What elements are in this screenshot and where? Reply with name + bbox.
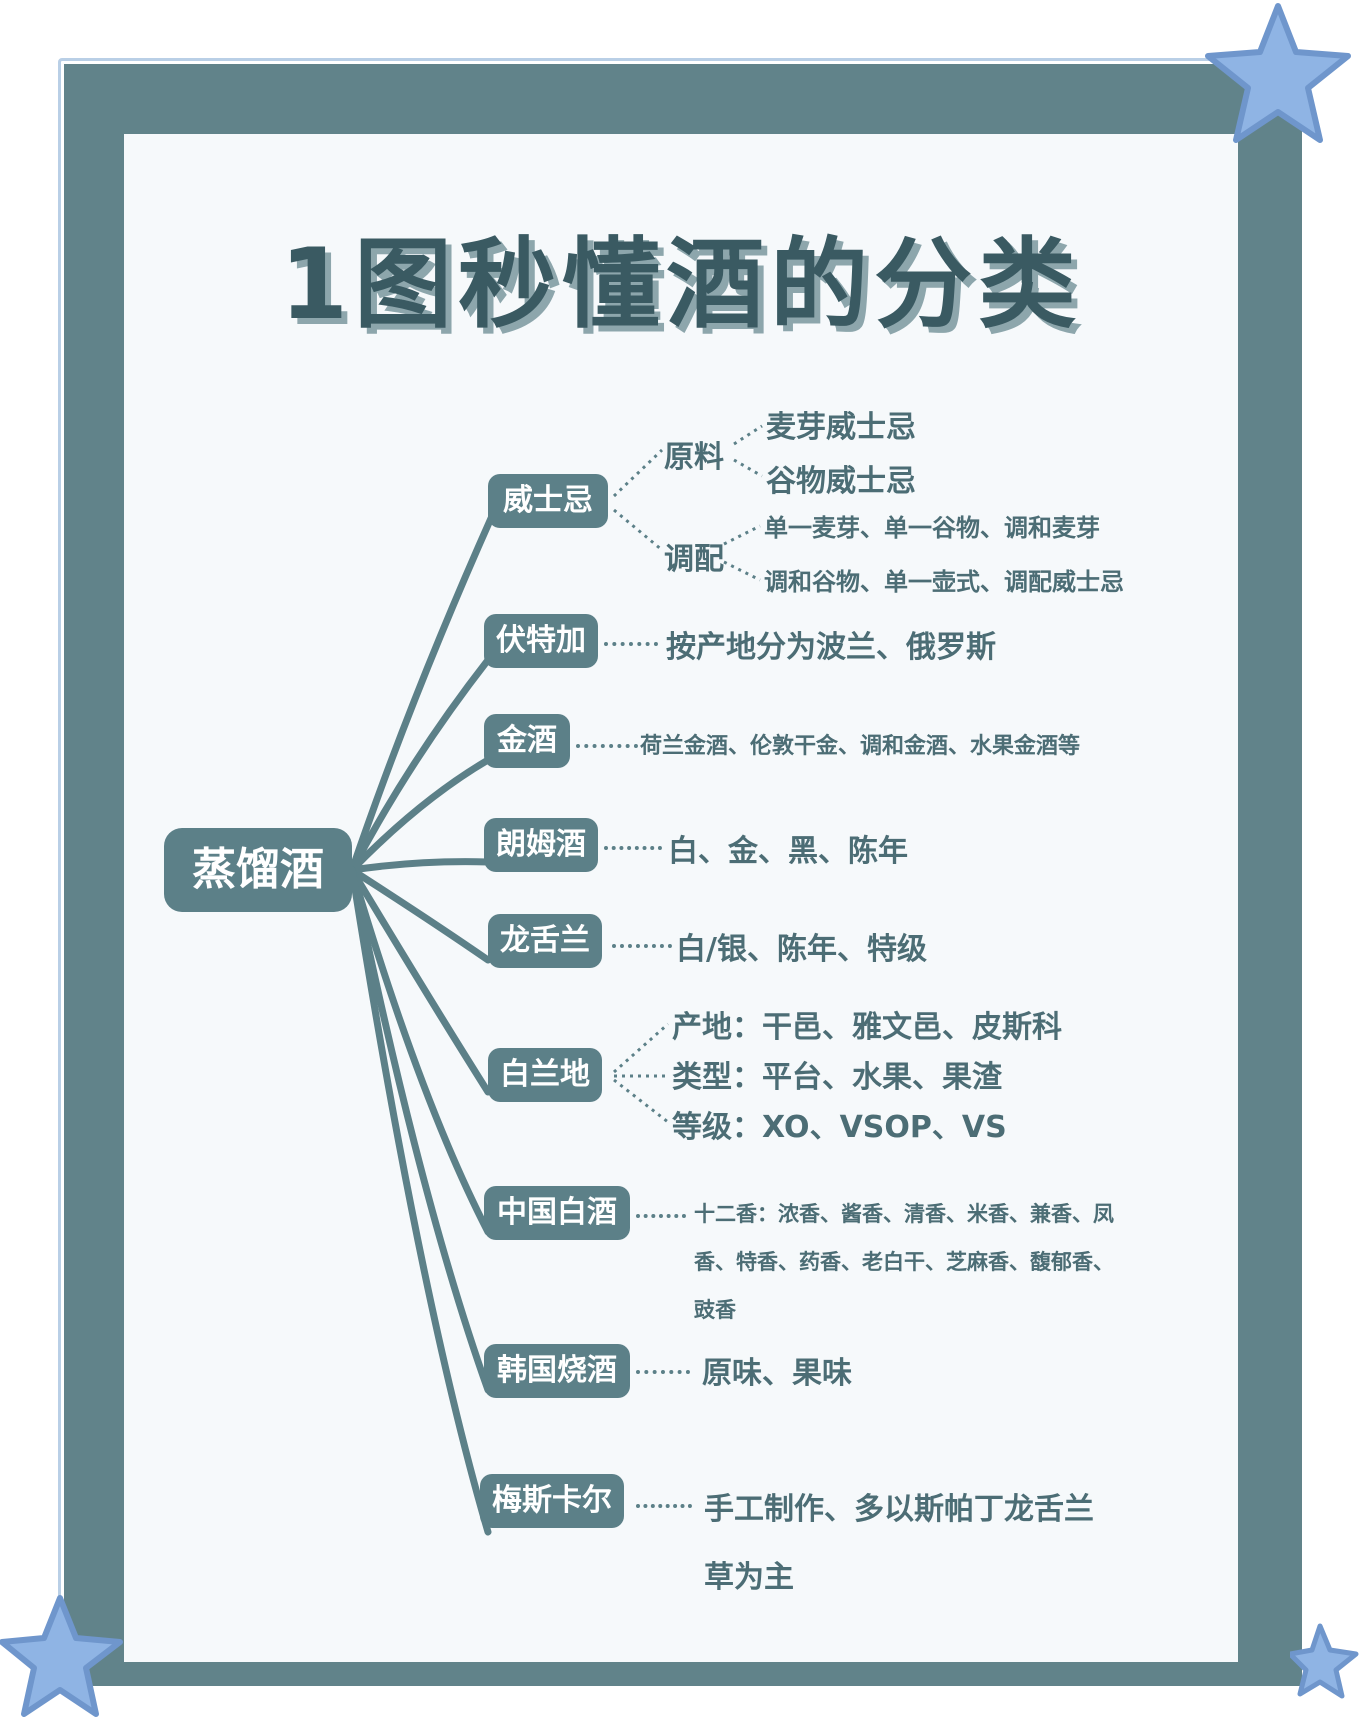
- whisky-group-blend: 调配: [664, 542, 724, 577]
- baijiu-line: 十二香：浓香、酱香、清香、米香、兼香、凤: [694, 1202, 1114, 1226]
- connector-dots: [636, 1370, 690, 1374]
- brandy-line: 产地：干邑、雅文邑、皮斯科: [672, 1010, 1062, 1045]
- whisky-blend-item: 调和谷物、单一壶式、调配威士忌: [764, 568, 1124, 596]
- connector-dots: [604, 846, 662, 850]
- node-baijiu: 中国白酒: [484, 1186, 630, 1240]
- connector-dots: [612, 944, 672, 948]
- connector-dots: [604, 642, 658, 646]
- whisky-blend-item: 单一麦芽、单一谷物、调和麦芽: [764, 514, 1100, 542]
- brandy-line: 类型：平台、水果、果渣: [672, 1060, 1002, 1095]
- baijiu-line: 豉香: [694, 1298, 736, 1322]
- baijiu-line: 香、特香、药香、老白干、芝麻香、馥郁香、: [694, 1250, 1114, 1274]
- mezcal-line: 草为主: [704, 1560, 794, 1595]
- tequila-detail: 白/银、陈年、特级: [676, 932, 927, 967]
- whisky-raw-item: 谷物威士忌: [766, 464, 916, 499]
- node-vodka: 伏特加: [484, 614, 598, 668]
- node-soju: 韩国烧酒: [484, 1344, 630, 1398]
- whisky-raw-item: 麦芽威士忌: [766, 410, 916, 445]
- star-bottom-left-icon: [0, 1595, 123, 1717]
- vodka-detail: 按产地分为波兰、俄罗斯: [666, 630, 996, 665]
- star-bottom-right-icon: [1290, 1623, 1359, 1699]
- mezcal-line: 手工制作、多以斯帕丁龙舌兰: [704, 1492, 1094, 1527]
- soju-detail: 原味、果味: [702, 1356, 852, 1391]
- node-whisky: 威士忌: [488, 474, 608, 528]
- gin-detail: 荷兰金酒、伦敦干金、调和金酒、水果金酒等: [640, 734, 1081, 759]
- brandy-line: 等级：XO、VSOP、VS: [672, 1110, 1007, 1145]
- whisky-group-raw: 原料: [664, 440, 724, 475]
- connector-dots: [636, 1214, 686, 1218]
- root-node-distilled-spirits: 蒸馏酒: [164, 828, 352, 912]
- star-top-right-icon: [1205, 3, 1351, 143]
- connector-dots: [636, 1504, 692, 1508]
- node-gin: 金酒: [484, 714, 570, 768]
- node-rum: 朗姆酒: [484, 818, 598, 872]
- page-title: 1图秒懂酒的分类: [279, 228, 1083, 342]
- node-tequila: 龙舌兰: [488, 914, 602, 968]
- node-brandy: 白兰地: [488, 1048, 602, 1102]
- rum-detail: 白、金、黑、陈年: [668, 834, 908, 869]
- connector-dots: [576, 744, 638, 748]
- node-mezcal: 梅斯卡尔: [480, 1474, 624, 1528]
